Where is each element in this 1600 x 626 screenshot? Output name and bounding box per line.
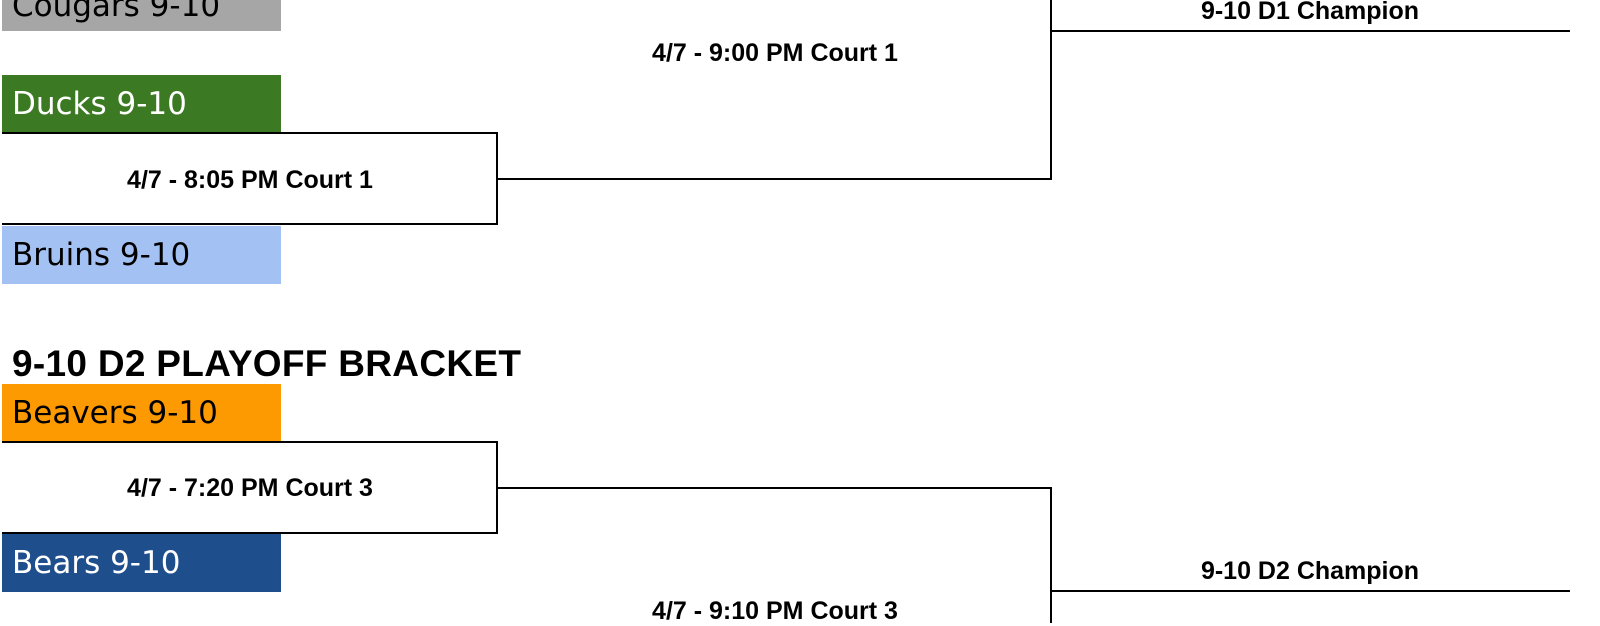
d2-champion-line [1050,590,1570,592]
d2-semi-top-line [2,441,498,443]
team-name: Ducks 9-10 [12,85,187,122]
d1-semifinal-label: 4/7 - 8:05 PM Court 1 [127,166,373,194]
team-name: Beavers 9-10 [12,394,218,431]
d2-final-vertical-line [1050,487,1052,623]
d1-champion-label: 9-10 D1 Champion [1200,0,1420,25]
d1-final-label: 4/7 - 9:00 PM Court 1 [652,39,898,67]
d2-semi-bottom-line [2,532,498,534]
team-beavers: Beavers 9-10 [2,384,281,442]
d1-semi-top-line [2,132,498,134]
team-bears: Bears 9-10 [2,534,281,592]
team-name: Bears 9-10 [12,544,181,581]
d1-semi-to-final-line [496,178,1052,180]
team-name: Cougars 9-10 [12,0,221,24]
team-ducks: Ducks 9-10 [2,75,281,133]
d2-semifinal-label: 4/7 - 7:20 PM Court 3 [127,474,373,502]
d1-final-vertical-line [1050,0,1052,180]
d2-semi-to-final-line [496,487,1052,489]
team-bruins: Bruins 9-10 [2,226,281,284]
d1-champion-line [1050,30,1570,32]
d2-champion-label: 9-10 D2 Champion [1200,557,1420,585]
d2-bracket-title: 9-10 D2 PLAYOFF BRACKET [12,343,522,384]
team-name: Bruins 9-10 [12,236,191,273]
team-cougars: Cougars 9-10 [2,0,281,31]
d2-final-label: 4/7 - 9:10 PM Court 3 [652,597,898,625]
d1-semi-bottom-line [2,223,498,225]
